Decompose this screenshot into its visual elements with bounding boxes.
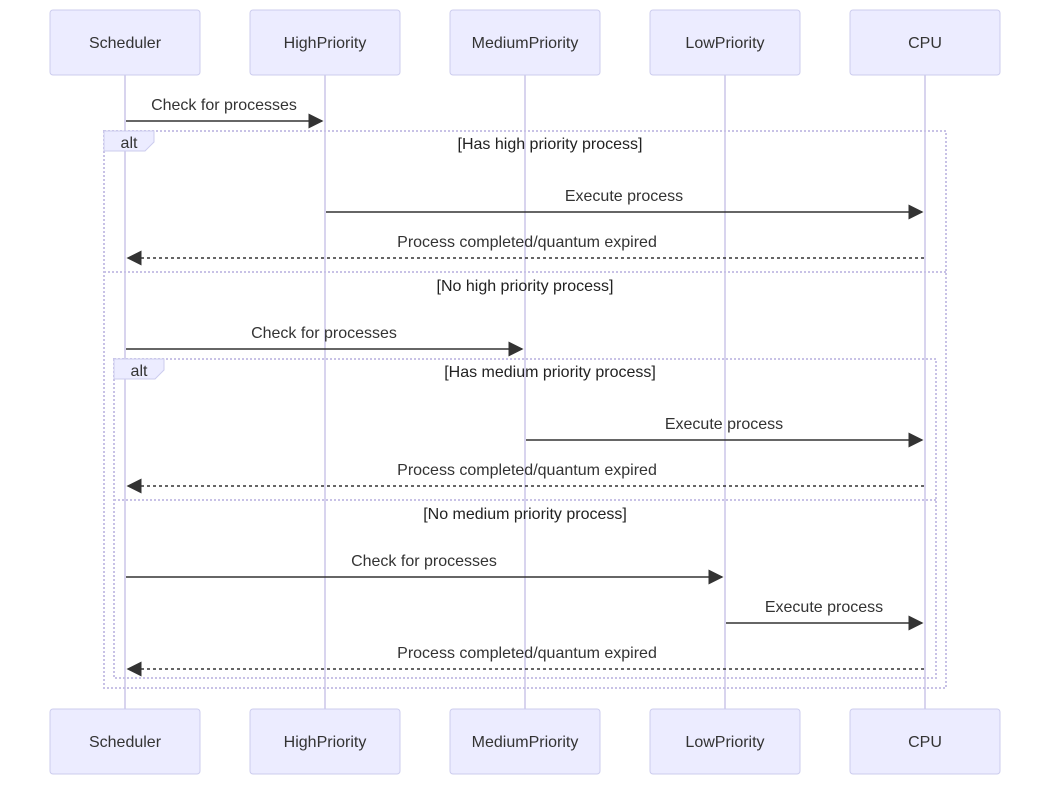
- actor-bottom-medium-priority[interactable]: MediumPriority: [449, 708, 601, 775]
- actor-top-high-priority[interactable]: HighPriority: [249, 9, 401, 76]
- alt-frame-outer: alt [Has high priority process] [No high…: [103, 130, 947, 689]
- actor-top-cpu[interactable]: CPU: [849, 9, 1001, 76]
- alt-guard-label: [Has medium priority process]: [444, 364, 656, 381]
- actor-label: CPU: [908, 734, 942, 751]
- actor-bottom-scheduler[interactable]: Scheduler: [49, 708, 201, 775]
- alt-guard-label: [Has high priority process]: [458, 136, 643, 153]
- actor-bottom-cpu[interactable]: CPU: [849, 708, 1001, 775]
- actor-label: HighPriority: [284, 734, 367, 751]
- actor-top-scheduler[interactable]: Scheduler: [49, 9, 201, 76]
- actor-label: HighPriority: [284, 35, 367, 52]
- actor-label: LowPriority: [685, 734, 764, 751]
- actor-label: CPU: [908, 35, 942, 52]
- alt-tag-label: alt: [131, 363, 148, 380]
- actor-label: MediumPriority: [472, 35, 579, 52]
- actor-label: MediumPriority: [472, 734, 579, 751]
- message-label: Execute process: [665, 416, 783, 433]
- message-label: Process completed/quantum expired: [397, 234, 657, 251]
- alt-tag-box: [113, 358, 165, 380]
- message-label: Execute process: [765, 599, 883, 616]
- message-label: Check for processes: [251, 325, 397, 342]
- actor-top-medium-priority[interactable]: MediumPriority: [449, 9, 601, 76]
- actor-bottom-high-priority[interactable]: HighPriority: [249, 708, 401, 775]
- actor-label: LowPriority: [685, 35, 764, 52]
- actor-label: Scheduler: [89, 734, 162, 751]
- actor-bottom-low-priority[interactable]: LowPriority: [649, 708, 801, 775]
- alt-guard-label: [No high priority process]: [437, 278, 614, 295]
- actor-label: Scheduler: [89, 35, 162, 52]
- message-label: Execute process: [565, 188, 683, 205]
- alt-guard-label: [No medium priority process]: [423, 506, 627, 523]
- message-label: Process completed/quantum expired: [397, 645, 657, 662]
- message-label: Check for processes: [151, 97, 297, 114]
- message-label: Check for processes: [351, 553, 497, 570]
- alt-frame-inner: alt [Has medium priority process] [No me…: [113, 358, 937, 679]
- message-label: Process completed/quantum expired: [397, 462, 657, 479]
- alt-tag-label: alt: [121, 135, 138, 152]
- actor-top-low-priority[interactable]: LowPriority: [649, 9, 801, 76]
- alt-tag-box: [103, 130, 155, 152]
